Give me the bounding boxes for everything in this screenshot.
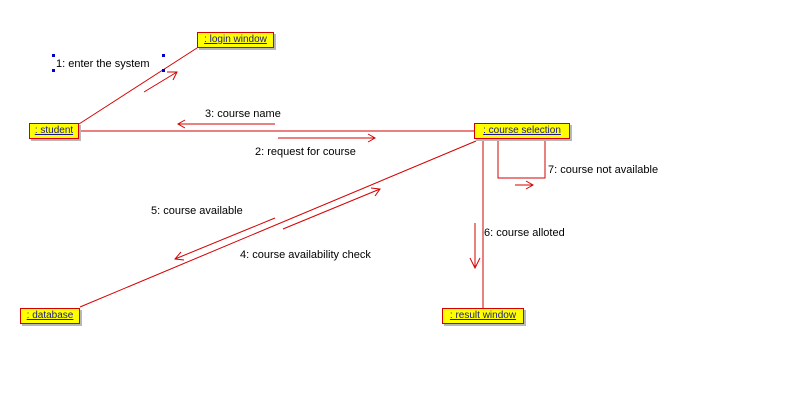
selection-handle-top-right[interactable] — [162, 54, 165, 57]
object-course-selection[interactable]: : course selection — [474, 123, 570, 139]
selection-handle-bottom-right[interactable] — [162, 69, 165, 72]
message-2-label[interactable]: 2: request for course — [255, 146, 356, 158]
message-1-label[interactable]: 1: enter the system — [56, 58, 150, 70]
object-result-window[interactable]: : result window — [442, 308, 524, 324]
message-7-label[interactable]: 7: course not available — [548, 164, 659, 176]
link-student-login-window — [78, 47, 198, 125]
arrow-message-6 — [469, 223, 481, 270]
arrow-message-7 — [515, 180, 535, 190]
arrow-message-2 — [278, 133, 377, 143]
message-6-label[interactable]: 6: course alloted — [484, 227, 565, 239]
selection-handle-top-left[interactable] — [52, 54, 55, 57]
object-database[interactable]: : database — [20, 308, 80, 324]
link-database-course-selection — [79, 140, 477, 308]
object-student[interactable]: : student — [29, 123, 79, 139]
arrow-message-1 — [143, 71, 178, 93]
selection-handle-bottom-left[interactable] — [52, 69, 55, 72]
arrow-message-3 — [176, 119, 275, 129]
message-3-label[interactable]: 3: course name — [205, 108, 281, 120]
object-login-window[interactable]: : login window — [197, 32, 274, 48]
arrow-message-4 — [282, 187, 381, 230]
message-5-label[interactable]: 5: course available — [151, 205, 243, 217]
self-link-course-selection — [497, 140, 546, 179]
arrow-message-5 — [174, 217, 276, 261]
message-4-label[interactable]: 4: course availability check — [240, 249, 371, 261]
